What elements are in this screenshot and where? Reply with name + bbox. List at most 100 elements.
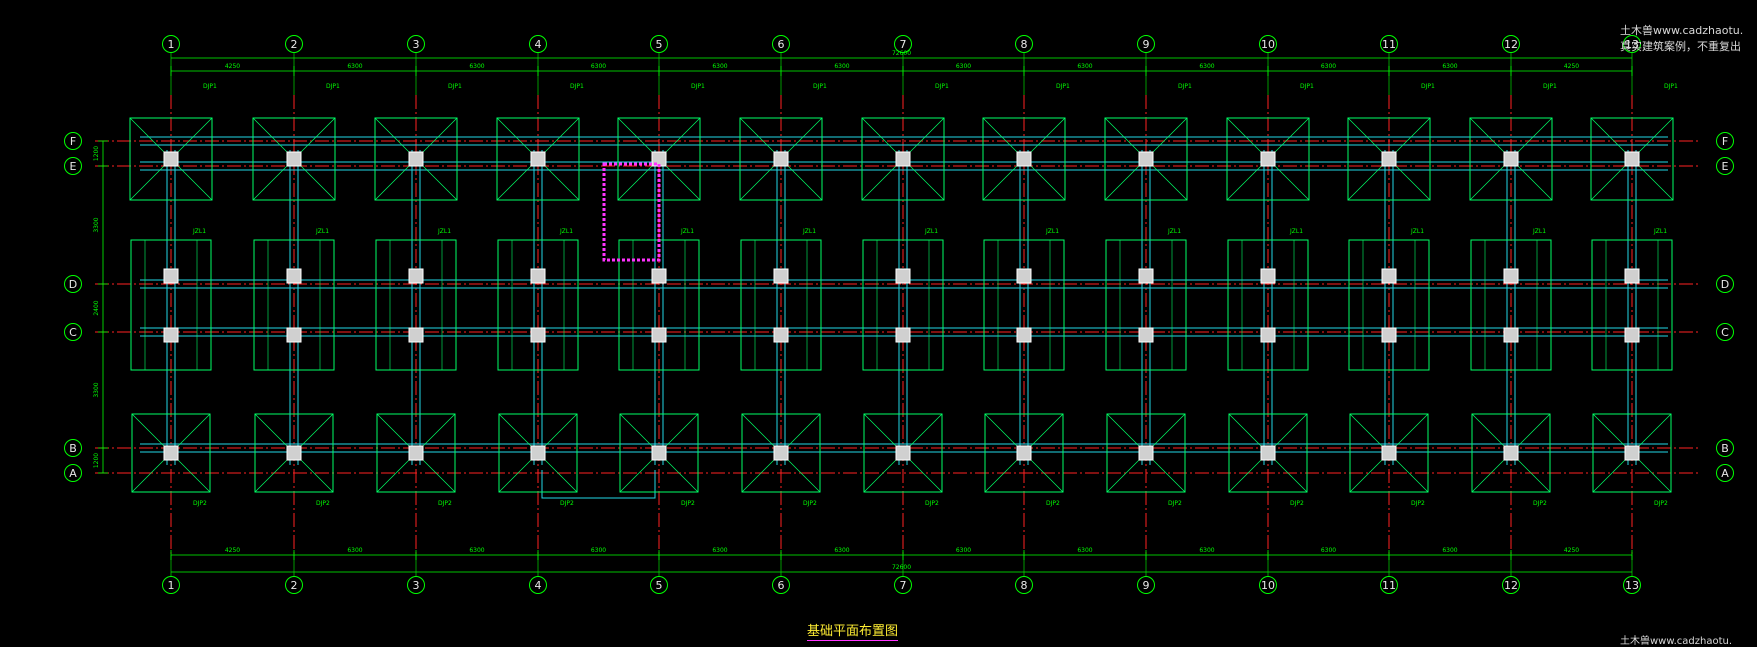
axis-bubble-label-B: B bbox=[1721, 442, 1729, 455]
column-c-9 bbox=[1138, 327, 1154, 343]
column-d-5 bbox=[651, 268, 667, 284]
footing-label: DJP2 bbox=[681, 500, 695, 507]
column-top-10 bbox=[1260, 151, 1276, 167]
beam-label: JZL1 bbox=[1045, 228, 1059, 235]
footing-top-9 bbox=[1104, 117, 1188, 201]
top-dim-text: 6300 bbox=[591, 63, 606, 70]
column-top-6 bbox=[773, 151, 789, 167]
bottom-dim-text: 6300 bbox=[591, 547, 606, 554]
bottom-dim-text: 6300 bbox=[712, 547, 727, 554]
axis-bubble-label-D: D bbox=[69, 278, 77, 291]
axis-bubble-1 bbox=[162, 576, 180, 594]
top-dim-text: 6300 bbox=[956, 63, 971, 70]
footing-label: DJP1 bbox=[691, 83, 705, 90]
beam-label: JZL1 bbox=[559, 228, 573, 235]
axis-bubble-label-E: E bbox=[1722, 160, 1729, 173]
column-c-13 bbox=[1624, 327, 1640, 343]
axis-bubble-label-5: 5 bbox=[656, 579, 663, 592]
axis-bubble-3 bbox=[407, 35, 425, 53]
footing-label: DJP2 bbox=[193, 500, 207, 507]
axis-bubble-7 bbox=[894, 35, 912, 53]
axis-bubble-B bbox=[64, 439, 82, 457]
footing-top-13 bbox=[1590, 117, 1674, 201]
column-d-7 bbox=[895, 268, 911, 284]
axis-bubble-label-6: 6 bbox=[778, 38, 785, 51]
footing-label: DJP1 bbox=[1178, 83, 1192, 90]
bottom-dim-text: 6300 bbox=[1442, 547, 1457, 554]
axis-bubble-7 bbox=[894, 576, 912, 594]
column-bottom-5 bbox=[651, 445, 667, 461]
axis-bubble-label-C: C bbox=[1721, 326, 1729, 339]
top-total-text: 72600 bbox=[892, 50, 911, 57]
combined-footing-inner-1 bbox=[144, 239, 198, 371]
axis-bubble-label-E: E bbox=[70, 160, 77, 173]
beam-label: JZL1 bbox=[924, 228, 938, 235]
axis-bubble-5 bbox=[650, 35, 668, 53]
axis-bubble-label-1: 1 bbox=[168, 38, 175, 51]
bottom-dim-text: 4250 bbox=[225, 547, 240, 554]
axis-bubble-3 bbox=[407, 576, 425, 594]
footing-top-12 bbox=[1469, 117, 1553, 201]
beam-label: JZL1 bbox=[437, 228, 451, 235]
column-d-10 bbox=[1260, 268, 1276, 284]
top-dim-text: 6300 bbox=[1199, 63, 1214, 70]
left-dim-text: 1200 bbox=[93, 146, 100, 161]
column-c-10 bbox=[1260, 327, 1276, 343]
watermark-line-2: 真实建筑案例，不重复出 bbox=[1620, 40, 1741, 53]
axis-bubble-label-C: C bbox=[69, 326, 77, 339]
footing-top-2 bbox=[252, 117, 336, 201]
axis-bubble-A bbox=[1716, 464, 1734, 482]
axis-bubble-label-F: F bbox=[1722, 135, 1728, 148]
beam-label: JZL1 bbox=[315, 228, 329, 235]
footing-label: DJP2 bbox=[1411, 500, 1425, 507]
footing-bottom-10 bbox=[1228, 413, 1308, 493]
axis-bubble-10 bbox=[1259, 35, 1277, 53]
axis-bubble-label-1: 1 bbox=[168, 579, 175, 592]
combined-footing-inner-10 bbox=[1241, 239, 1295, 371]
column-d-11 bbox=[1381, 268, 1397, 284]
footing-label: DJP2 bbox=[1290, 500, 1304, 507]
column-d-4 bbox=[530, 268, 546, 284]
axis-bubble-label-13: 13 bbox=[1625, 579, 1639, 592]
column-bottom-11 bbox=[1381, 445, 1397, 461]
column-top-7 bbox=[895, 151, 911, 167]
column-bottom-6 bbox=[773, 445, 789, 461]
axis-bubble-label-A: A bbox=[69, 467, 77, 480]
axis-bubble-label-D: D bbox=[1721, 278, 1729, 291]
column-c-8 bbox=[1016, 327, 1032, 343]
footing-top-6 bbox=[739, 117, 823, 201]
footing-label: DJP1 bbox=[570, 83, 584, 90]
axis-bubble-13 bbox=[1623, 35, 1641, 53]
axis-bubble-4 bbox=[529, 576, 547, 594]
footing-label: DJP1 bbox=[1664, 83, 1678, 90]
axis-bubble-13 bbox=[1623, 576, 1641, 594]
footing-bottom-8 bbox=[984, 413, 1064, 493]
tie-beam-loop bbox=[541, 470, 656, 499]
column-c-4 bbox=[530, 327, 546, 343]
footing-label: DJP1 bbox=[203, 83, 217, 90]
footing-label: DJP1 bbox=[1421, 83, 1435, 90]
bottom-dim-text: 6300 bbox=[834, 547, 849, 554]
footing-bottom-6 bbox=[741, 413, 821, 493]
bottom-total-text: 72600 bbox=[892, 564, 911, 571]
highlighted-pit bbox=[602, 162, 661, 262]
axis-bubble-label-9: 9 bbox=[1143, 579, 1150, 592]
watermark-line-3: 土木兽www.cadzhaotu. bbox=[1620, 636, 1733, 647]
combined-footing-inner-7 bbox=[876, 239, 930, 371]
footing-label: DJP2 bbox=[560, 500, 574, 507]
footing-bottom-2 bbox=[254, 413, 334, 493]
top-dim-text: 6300 bbox=[1077, 63, 1092, 70]
combined-footing-inner-2 bbox=[267, 239, 321, 371]
axis-bubble-D bbox=[1716, 275, 1734, 293]
axis-bubble-label-3: 3 bbox=[413, 38, 420, 51]
top-dim-text: 4250 bbox=[1564, 63, 1579, 70]
column-bottom-8 bbox=[1016, 445, 1032, 461]
axis-bubble-11 bbox=[1380, 576, 1398, 594]
footing-label: DJP2 bbox=[1046, 500, 1060, 507]
top-dim-text: 4250 bbox=[225, 63, 240, 70]
bottom-dim-text: 6300 bbox=[347, 547, 362, 554]
column-c-5 bbox=[651, 327, 667, 343]
footing-label: DJP1 bbox=[1300, 83, 1314, 90]
axis-bubble-F bbox=[1716, 132, 1734, 150]
column-d-2 bbox=[286, 268, 302, 284]
